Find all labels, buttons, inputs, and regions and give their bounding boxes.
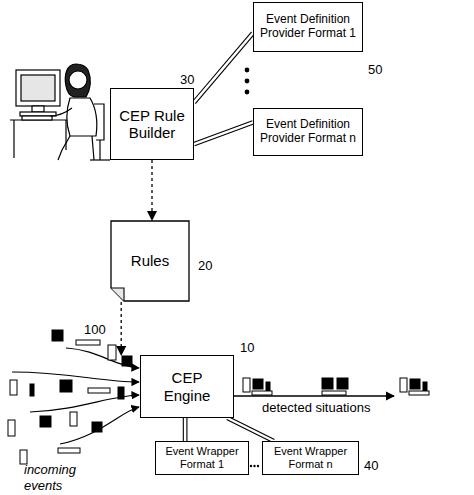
- event-streams: [12, 348, 139, 444]
- connector: [193, 121, 253, 146]
- rules-document: Rules: [110, 220, 190, 302]
- callout-number: 20: [198, 258, 212, 274]
- node-text: CEP Rule Builder: [117, 107, 187, 142]
- node-text: Event Definition Provider Format n: [257, 118, 359, 146]
- callout-number: 40: [364, 458, 378, 474]
- node-text: CEP Engine: [153, 369, 221, 404]
- callout-number: 10: [240, 340, 254, 356]
- ellipsis-dots: [245, 68, 250, 95]
- provider-box: Event Definition Provider Format 1: [253, 2, 363, 52]
- connector-line: [186, 418, 187, 441]
- input-label: incoming events: [24, 462, 94, 493]
- detected-situation-events: [243, 378, 429, 395]
- connector-line: [193, 32, 252, 101]
- callout-number: 100: [84, 322, 106, 338]
- callout-number: 50: [368, 62, 382, 78]
- connector-line: [227, 420, 273, 443]
- connector-line: [193, 121, 252, 143]
- callout-number: 30: [180, 72, 194, 88]
- connector-line: [195, 34, 254, 103]
- connector: [121, 302, 122, 355]
- connector: [193, 32, 255, 104]
- node-text: Event Wrapper Format n: [265, 445, 356, 470]
- connector-line: [151, 160, 152, 220]
- connector-line: [195, 124, 254, 146]
- provider-box: Event Definition Provider Format n: [253, 108, 363, 156]
- ellipsis-dots: [250, 465, 259, 467]
- connector: [152, 160, 153, 220]
- node-text: Event Definition Provider Format 1: [257, 13, 359, 41]
- output-arrow: [233, 396, 394, 397]
- incoming-events: [8, 330, 132, 464]
- connector-line: [183, 418, 184, 441]
- wrapper-box: Event Wrapper Format 1: [155, 441, 249, 475]
- connector: [183, 418, 187, 441]
- wrapper-box: Event Wrapper Format n: [262, 441, 359, 475]
- connector: [227, 416, 275, 442]
- engine-box: CEP Engine: [140, 355, 234, 418]
- process-box: CEP Rule Builder: [110, 88, 194, 160]
- user-at-computer: [10, 64, 110, 160]
- output-label: detected situations: [262, 400, 370, 416]
- node-text: Rules: [131, 252, 169, 269]
- connector-line: [228, 416, 274, 439]
- connector-line: [121, 302, 122, 355]
- node-text: Event Wrapper Format 1: [158, 445, 246, 470]
